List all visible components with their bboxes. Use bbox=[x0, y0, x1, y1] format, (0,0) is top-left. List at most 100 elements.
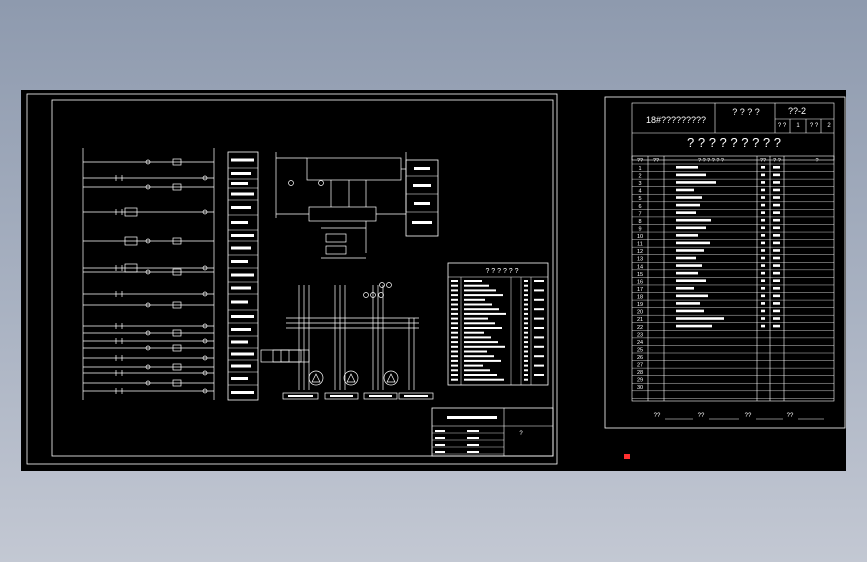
right-list-cell-text bbox=[676, 196, 702, 199]
component-table-frame bbox=[447, 262, 549, 386]
power-caption-text bbox=[288, 395, 313, 397]
table-cell-text bbox=[451, 308, 458, 311]
relay-coil bbox=[172, 237, 182, 245]
right-list-cell-text bbox=[761, 211, 765, 214]
interlock-schematic bbox=[275, 152, 407, 259]
right-list-cell-text bbox=[761, 196, 765, 199]
col-header-6: ? bbox=[815, 158, 818, 164]
table-cell-text bbox=[464, 280, 482, 282]
title-block-text bbox=[467, 451, 479, 453]
right-list-cell-text bbox=[761, 286, 765, 290]
motor-winding bbox=[346, 373, 356, 383]
power-caption-box bbox=[363, 392, 398, 400]
right-title-block bbox=[631, 102, 835, 161]
footer-label-1: ?? bbox=[654, 413, 661, 419]
table-cell-text bbox=[451, 317, 458, 320]
table-cell-text bbox=[451, 322, 458, 325]
title-block-text bbox=[435, 444, 445, 446]
table-cell-text bbox=[524, 331, 528, 334]
red-marker[interactable] bbox=[624, 454, 630, 459]
lamp-symbol bbox=[202, 209, 208, 215]
left-sheet-inner-frame bbox=[51, 99, 554, 457]
right-sheet-frame bbox=[604, 96, 846, 429]
table-cell-text bbox=[451, 331, 458, 334]
table-cell-text bbox=[451, 359, 458, 362]
right-list-cell-text bbox=[773, 188, 780, 192]
relay-coil bbox=[172, 301, 182, 309]
table-cell-text bbox=[534, 298, 544, 301]
title-block-text bbox=[467, 437, 479, 439]
contact-symbol bbox=[145, 364, 151, 370]
right-list-cell-text bbox=[773, 271, 780, 275]
label-text-block bbox=[231, 364, 251, 368]
right-list-cell-text bbox=[676, 234, 698, 237]
table-cell-text bbox=[524, 303, 528, 306]
right-list-cell-text bbox=[676, 309, 704, 313]
label-text-block bbox=[231, 234, 254, 237]
cad-drawing: ? ? ? ? ? ? ? ? ? ? ? ??-2 18#????????? … bbox=[26, 93, 846, 465]
sub-cell-4: 2 bbox=[827, 123, 831, 129]
right-list-cell-text bbox=[761, 241, 765, 245]
table-cell-text bbox=[451, 350, 458, 353]
table-cell-text bbox=[524, 350, 528, 353]
power-caption-text bbox=[404, 395, 428, 397]
row-number: 20 bbox=[637, 310, 643, 316]
right-list-cell-text bbox=[761, 249, 765, 252]
right-sheet-title-right: ? ? ? ? bbox=[732, 107, 760, 117]
right-list-cell-text bbox=[761, 203, 765, 207]
right-list-cell-text bbox=[676, 203, 700, 207]
label-text-block bbox=[231, 328, 251, 331]
right-list-cell-text bbox=[676, 226, 706, 230]
drawing-canvas[interactable]: ? ? ? ? ? ? ? ? ? ? ? ??-2 18#????????? … bbox=[21, 90, 846, 471]
table-cell-text bbox=[464, 374, 497, 376]
table-cell-text bbox=[464, 308, 499, 311]
row-number: 26 bbox=[637, 355, 643, 361]
row-number: 6 bbox=[638, 204, 641, 210]
lamp-symbol bbox=[202, 370, 208, 376]
footer-label-2: ?? bbox=[698, 413, 705, 419]
table-cell-text bbox=[464, 284, 489, 287]
table-cell-text bbox=[534, 364, 544, 367]
motor-winding bbox=[311, 373, 321, 383]
relay-coil bbox=[172, 329, 182, 337]
right-list-cell-text bbox=[773, 279, 780, 282]
row-number: 10 bbox=[637, 234, 643, 240]
table-cell-text bbox=[464, 345, 505, 348]
row-number: 21 bbox=[637, 317, 643, 323]
right-list-frame bbox=[631, 155, 835, 402]
row-number: 19 bbox=[637, 302, 643, 308]
table-cell-text bbox=[464, 359, 501, 362]
table-cell-text bbox=[451, 327, 458, 329]
table-cell-text bbox=[524, 359, 528, 362]
row-number: 28 bbox=[637, 370, 643, 376]
right-list-cell-text bbox=[676, 302, 700, 305]
label-text-block bbox=[231, 172, 251, 175]
project-name: 18#????????? bbox=[646, 115, 706, 125]
label-text-block bbox=[231, 192, 254, 196]
row-number: 15 bbox=[637, 272, 643, 278]
right-list-cell-text bbox=[773, 294, 780, 298]
circuit-label-column bbox=[227, 151, 259, 401]
contact-symbol bbox=[145, 302, 151, 308]
table-cell-text bbox=[464, 331, 484, 334]
label-text-block bbox=[231, 352, 254, 356]
table-cell-text bbox=[464, 364, 483, 367]
col-header-1: ?? bbox=[637, 158, 643, 164]
table-cell-text bbox=[524, 369, 528, 372]
label-column-frame bbox=[227, 151, 259, 401]
right-list-cell-text bbox=[676, 286, 694, 290]
table-cell-text bbox=[464, 341, 498, 344]
left-sheet-outer-frame bbox=[26, 93, 558, 465]
power-caption-text bbox=[369, 395, 392, 397]
label-text-block bbox=[231, 391, 254, 394]
relay-box bbox=[124, 263, 138, 273]
table-cell-text bbox=[534, 327, 544, 329]
footer-label-4: ?? bbox=[787, 413, 794, 419]
table-cell-text bbox=[524, 345, 528, 348]
right-list-cell-text bbox=[761, 181, 765, 184]
label-text-block bbox=[231, 377, 248, 380]
table-cell-text bbox=[524, 294, 528, 297]
table-cell-text bbox=[464, 336, 491, 339]
right-list-cell-text bbox=[676, 166, 698, 169]
motor-symbol bbox=[383, 370, 399, 386]
